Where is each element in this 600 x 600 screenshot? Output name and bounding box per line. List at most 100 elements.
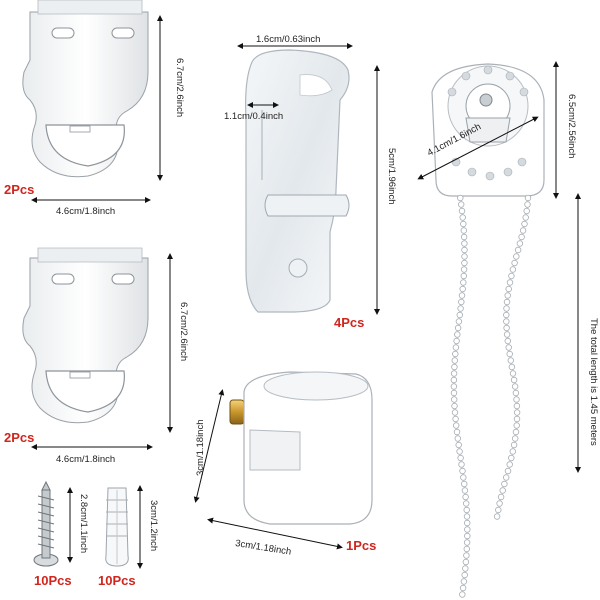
chain-bead [503, 324, 510, 332]
chain-bead [462, 558, 470, 566]
bracket-bottom-width-label: 4.6cm/1.8inch [56, 454, 116, 465]
bracket-bottom-image [22, 247, 149, 424]
chain-bead [505, 344, 512, 351]
chain-bead [512, 435, 519, 442]
clip-qty-label: 4Pcs [334, 315, 365, 330]
chain-bead [463, 506, 470, 514]
chain-bead [513, 253, 520, 260]
chain-bead [503, 298, 511, 306]
chain-bead [503, 331, 511, 338]
chain-bead [513, 409, 521, 416]
chain-bead [508, 363, 516, 371]
chain-bead [459, 467, 466, 475]
chain-bead [459, 584, 467, 592]
chain-bead [457, 194, 464, 202]
chain-bead [453, 428, 461, 436]
chain-bead [460, 227, 467, 234]
chain-bead [506, 279, 514, 286]
chain-bead [450, 383, 458, 390]
chain-bead [458, 461, 465, 468]
chain-bead [521, 220, 528, 228]
chain-bead [455, 318, 463, 325]
chain-bead [458, 201, 465, 208]
chain-bead [514, 246, 522, 254]
chain-bead [513, 415, 521, 423]
chain-bead [454, 435, 461, 442]
chain-bead [518, 233, 525, 241]
chain-bead [456, 448, 463, 455]
chain-bead [511, 259, 518, 267]
chain-length-label: The total length is 1.45 meters [588, 318, 599, 446]
chain-bead [453, 422, 460, 429]
chain-bead [460, 578, 468, 585]
chain-bead [512, 389, 520, 397]
chain-bead [461, 571, 468, 579]
chain-bead [450, 370, 458, 377]
chain-bead [463, 513, 471, 520]
chain-bead [456, 311, 463, 319]
chain-bead [524, 194, 532, 202]
chain-bead [458, 298, 465, 306]
chain-bead [459, 591, 466, 598]
chain-bead [455, 441, 462, 449]
chain-bead [524, 201, 531, 208]
bracket-top-height-label: 6.7cm/2.6inch [174, 58, 185, 118]
chain-bead [497, 493, 505, 501]
chain-bead [461, 480, 468, 488]
chain-bead [460, 272, 467, 280]
chain-bead [504, 337, 511, 345]
chain-bead [509, 266, 517, 273]
bracket-top-width-label: 4.6cm/1.8inch [56, 206, 116, 217]
chain-bead [512, 428, 520, 436]
chain-bead [519, 227, 527, 234]
screw-qty-label: 10Pcs [34, 573, 72, 588]
bead-chain-image [450, 194, 532, 598]
anchor-length-label: 3cm/1.2inch [148, 500, 159, 552]
chain-bead [461, 253, 468, 260]
chain-bead [452, 350, 459, 358]
chain-bead [513, 422, 520, 429]
chain-bead [510, 441, 518, 449]
chain-bead [461, 246, 468, 254]
end-plug-height-label: 3cm/1.18inch [195, 419, 206, 476]
chain-bead [509, 448, 516, 455]
chain-bead [460, 279, 467, 286]
chain-bead [463, 500, 470, 507]
clip-image [245, 49, 350, 313]
chain-bead [511, 383, 519, 390]
chain-bead [463, 545, 470, 553]
chain-bead [506, 350, 513, 358]
chain-bead [508, 272, 515, 280]
clip-height-label: 5cm/1.96inch [386, 148, 397, 205]
chain-bead [460, 474, 467, 481]
clip-inner-label: 1.1cm/0.4inch [224, 111, 284, 122]
chain-bead [451, 409, 459, 416]
chain-bead [464, 532, 471, 540]
chain-bead [504, 292, 511, 299]
chain-bead [451, 357, 458, 364]
chain-bead [507, 357, 514, 364]
chain-bead [523, 207, 530, 215]
chain-bead [459, 214, 466, 221]
clutch-height-label: 6.5cm/2.56inch [566, 94, 577, 159]
chain-bead [464, 526, 471, 533]
chain-bead [452, 415, 459, 423]
chain-bead [495, 506, 502, 514]
chain-bead [451, 363, 458, 371]
anchor-qty-label: 10Pcs [98, 573, 136, 588]
chain-bead [452, 344, 460, 351]
chain-bead [450, 376, 458, 384]
chain-bead [506, 461, 513, 468]
chain-bead [513, 402, 521, 410]
chain-bead [460, 233, 468, 241]
chain-bead [493, 513, 501, 520]
chain-bead [496, 500, 503, 507]
chain-bead [463, 552, 470, 559]
chain-bead [454, 324, 462, 332]
chain-bead [503, 305, 510, 312]
end-plug-qty-label: 1Pcs [346, 538, 377, 553]
chain-bead [461, 240, 468, 247]
chain-bead [522, 214, 529, 221]
